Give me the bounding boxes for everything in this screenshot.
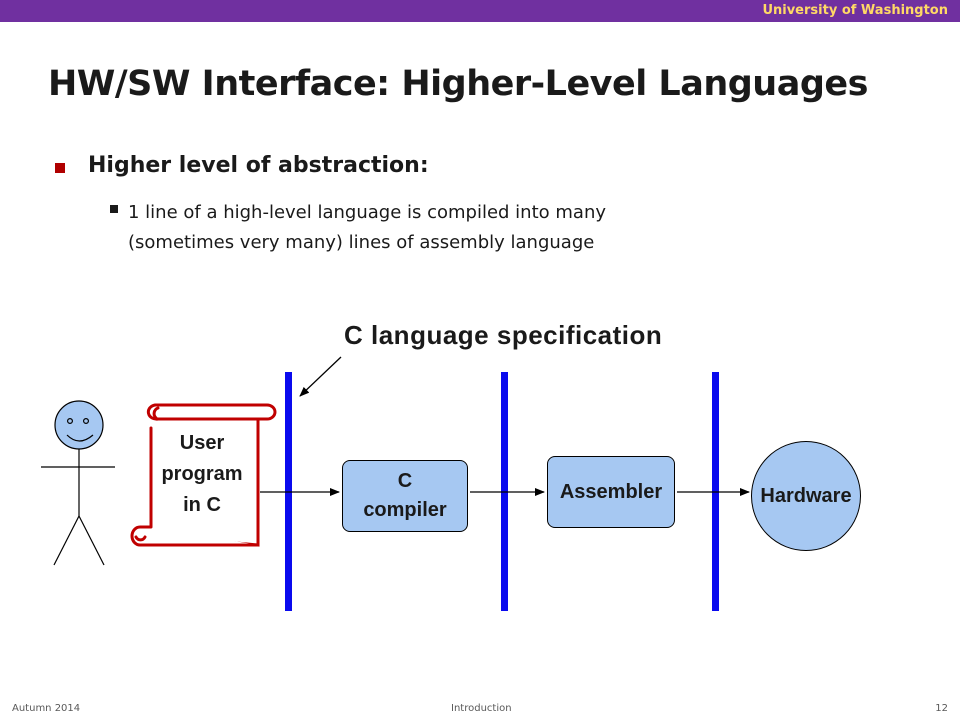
subbullet-line-1: 1 line of a high-level language is compi… (128, 202, 607, 223)
assembler-label: Assembler (559, 480, 663, 503)
spec-pointer-arrow (299, 356, 342, 397)
compiler-line-1: C (397, 470, 413, 492)
bullet-text: Higher level of abstraction: (88, 153, 429, 178)
footer-term: Autumn 2014 (12, 703, 81, 714)
header-bar: University of Washington (0, 0, 960, 22)
subbullet-square-icon (110, 205, 118, 213)
user-program-line-1: User (179, 432, 225, 454)
bullet-square-icon (55, 163, 65, 173)
user-program-label: User program in C (150, 428, 254, 521)
subbullet-text: 1 line of a high-level language is compi… (128, 198, 606, 258)
hardware-circle: Hardware (751, 441, 861, 551)
institution-name: University of Washington (762, 3, 948, 18)
footer-section: Introduction (451, 703, 512, 714)
user-program-line-2: program (161, 463, 243, 485)
c-compiler-box: C compiler (342, 460, 468, 532)
spec-label: C language specification (344, 320, 663, 350)
user-stick-figure-icon (41, 400, 115, 566)
program-scroll-icon (130, 403, 277, 547)
slide-number: 12 (935, 703, 948, 714)
slide-title: HW/SW Interface: Higher-Level Languages (48, 64, 868, 104)
compiler-line-2: compiler (363, 499, 447, 521)
user-program-line-3: in C (183, 494, 221, 516)
subbullet-line-2: (sometimes very many) lines of assembly … (128, 232, 595, 253)
hardware-label: Hardware (760, 484, 852, 507)
assembler-box: Assembler (547, 456, 675, 528)
